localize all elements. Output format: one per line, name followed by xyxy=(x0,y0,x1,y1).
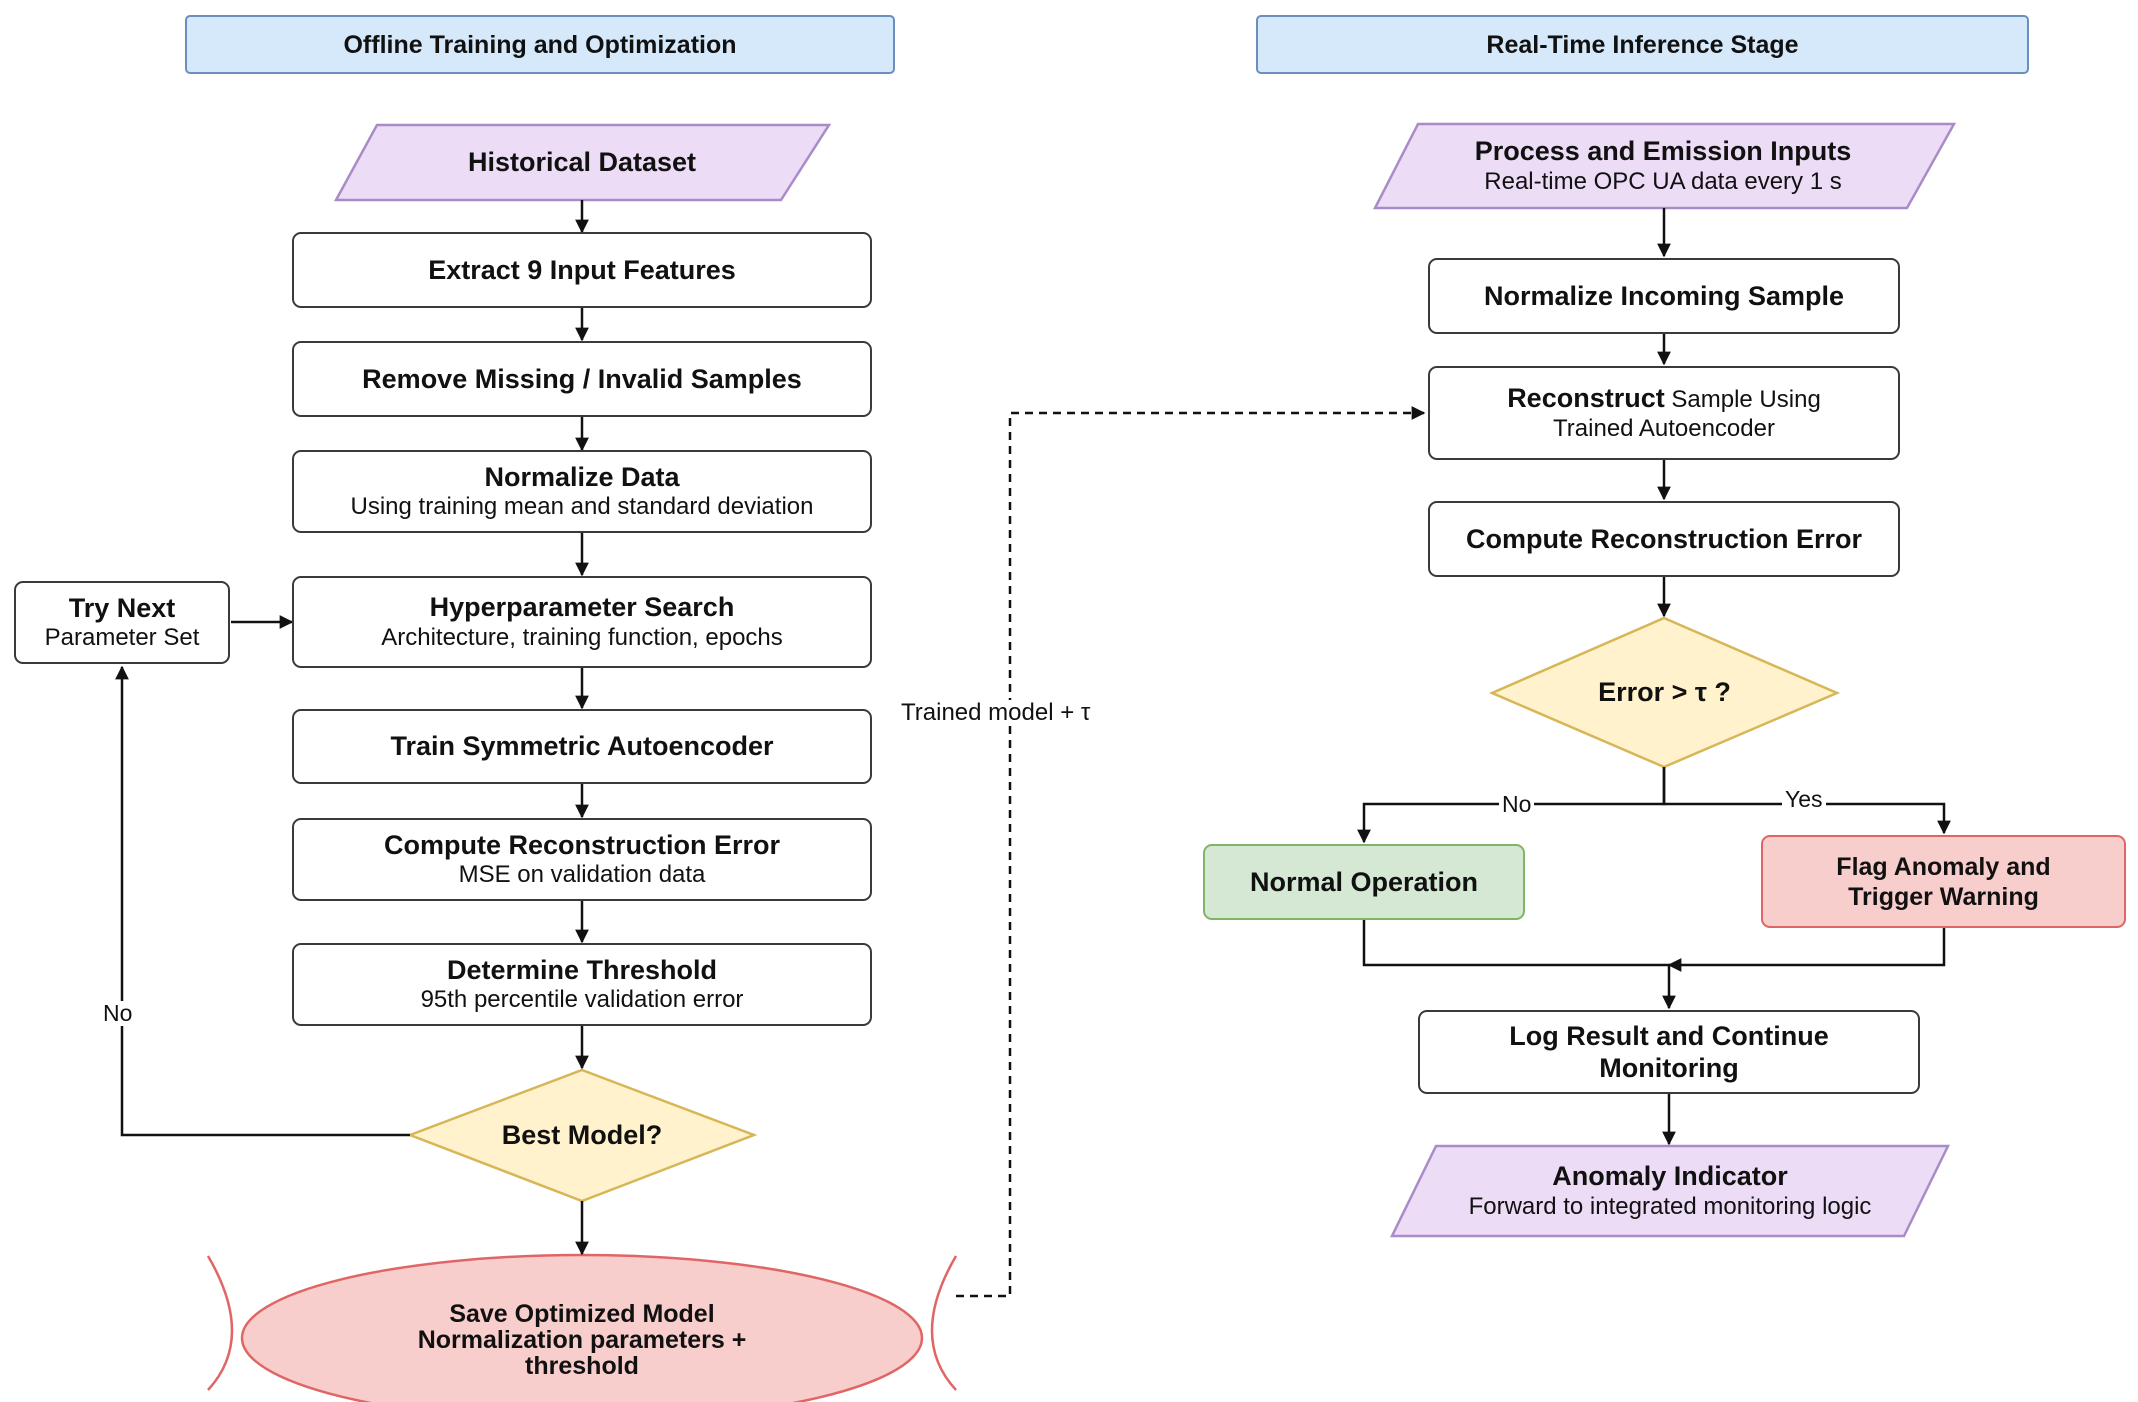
historical-dataset: Historical Dataset xyxy=(467,147,697,178)
trained-model-link xyxy=(956,406,1426,1298)
indicator-shape xyxy=(1389,1144,1951,1238)
try-next-title: Try Next xyxy=(68,592,176,623)
log-result-step: Log Result and Continue Monitoring xyxy=(1418,1010,1920,1094)
normalize-sample-step: Normalize Incoming Sample xyxy=(1428,258,1900,334)
remove-missing-step: Remove Missing / Invalid Samples xyxy=(292,341,872,417)
decision-yes-label: Yes xyxy=(1782,786,1826,813)
flag-anomaly-line2: Trigger Warning xyxy=(1848,882,2039,911)
flag-anomaly-box: Flag Anomaly and Trigger Warning xyxy=(1761,835,2126,928)
error-decision-label: Error > τ ? xyxy=(1598,677,1731,708)
determine-threshold-step: Determine Threshold 95th percentile vali… xyxy=(292,943,872,1026)
hyperparameter-search-step: Hyperparameter Search Architecture, trai… xyxy=(292,576,872,668)
anomaly-indicator: Anomaly Indicator Forward to integrated … xyxy=(1420,1146,1920,1236)
normal-operation-box: Normal Operation xyxy=(1203,844,1525,920)
anomaly-indicator-subtitle: Forward to integrated monitoring logic xyxy=(1468,1192,1872,1220)
train-autoencoder-step: Train Symmetric Autoencoder xyxy=(292,709,872,784)
left-arrows xyxy=(115,200,589,1256)
determine-threshold-title: Determine Threshold xyxy=(446,954,718,985)
save-model-line3: threshold xyxy=(525,1352,639,1381)
hyperparameter-search-subtitle: Architecture, training function, epochs xyxy=(381,623,783,651)
offline-stage-header: Offline Training and Optimization xyxy=(185,15,895,74)
save-model-line2: Normalization parameters + xyxy=(417,1325,747,1354)
hyperparameter-search-title: Hyperparameter Search xyxy=(429,592,735,623)
anomaly-indicator-title: Anomaly Indicator xyxy=(1552,1161,1788,1192)
normalize-data-subtitle: Using training mean and standard deviati… xyxy=(350,493,814,521)
compute-error-subtitle: MSE on validation data xyxy=(458,861,706,889)
flag-anomaly-line1: Flag Anomaly and xyxy=(1836,852,2051,881)
determine-threshold-subtitle: 95th percentile validation error xyxy=(420,986,744,1014)
inputs-shape xyxy=(1372,122,1957,210)
normalize-data-step: Normalize Data Using training mean and s… xyxy=(292,450,872,533)
reconstruct-sample-step: Reconstruct Sample Using Trained Autoenc… xyxy=(1428,366,1900,460)
reconstruct-line1: Reconstruct Sample Using xyxy=(1507,382,1821,415)
compute-error-title: Compute Reconstruction Error xyxy=(383,829,781,860)
historical-dataset-shape xyxy=(333,123,832,202)
save-model-label: Save Optimized Model Normalization param… xyxy=(300,1290,864,1390)
try-next-subtitle: Parameter Set xyxy=(44,624,200,652)
reconstruct-bold: Reconstruct xyxy=(1507,383,1665,414)
log-result-line2: Monitoring xyxy=(1599,1053,1739,1083)
compute-error-step: Compute Reconstruction Error MSE on vali… xyxy=(292,818,872,901)
realtime-stage-header: Real-Time Inference Stage xyxy=(1256,15,2029,74)
best-model-label: Best Model? xyxy=(501,1120,663,1151)
compute-error-rt-step: Compute Reconstruction Error xyxy=(1428,501,1900,577)
try-next-parameter-set: Try Next Parameter Set xyxy=(14,581,230,664)
inputs-subtitle: Real-time OPC UA data every 1 s xyxy=(1484,167,1842,195)
reconstruct-line2: Trained Autoencoder xyxy=(1553,415,1775,442)
decision-no-label: No xyxy=(1499,791,1535,818)
save-model-line1: Save Optimized Model xyxy=(449,1299,715,1328)
log-result-line1: Log Result and Continue xyxy=(1509,1020,1829,1051)
normalize-data-title: Normalize Data xyxy=(484,461,680,492)
best-model-no-label: No xyxy=(100,1000,136,1027)
inputs-title: Process and Emission Inputs xyxy=(1474,136,1852,167)
process-emission-inputs: Process and Emission Inputs Real-time OP… xyxy=(1418,124,1908,208)
trained-model-link-label: Trained model + τ xyxy=(898,699,1094,727)
extract-features-step: Extract 9 Input Features xyxy=(292,232,872,308)
reconstruct-rest: Sample Using xyxy=(1664,386,1821,414)
